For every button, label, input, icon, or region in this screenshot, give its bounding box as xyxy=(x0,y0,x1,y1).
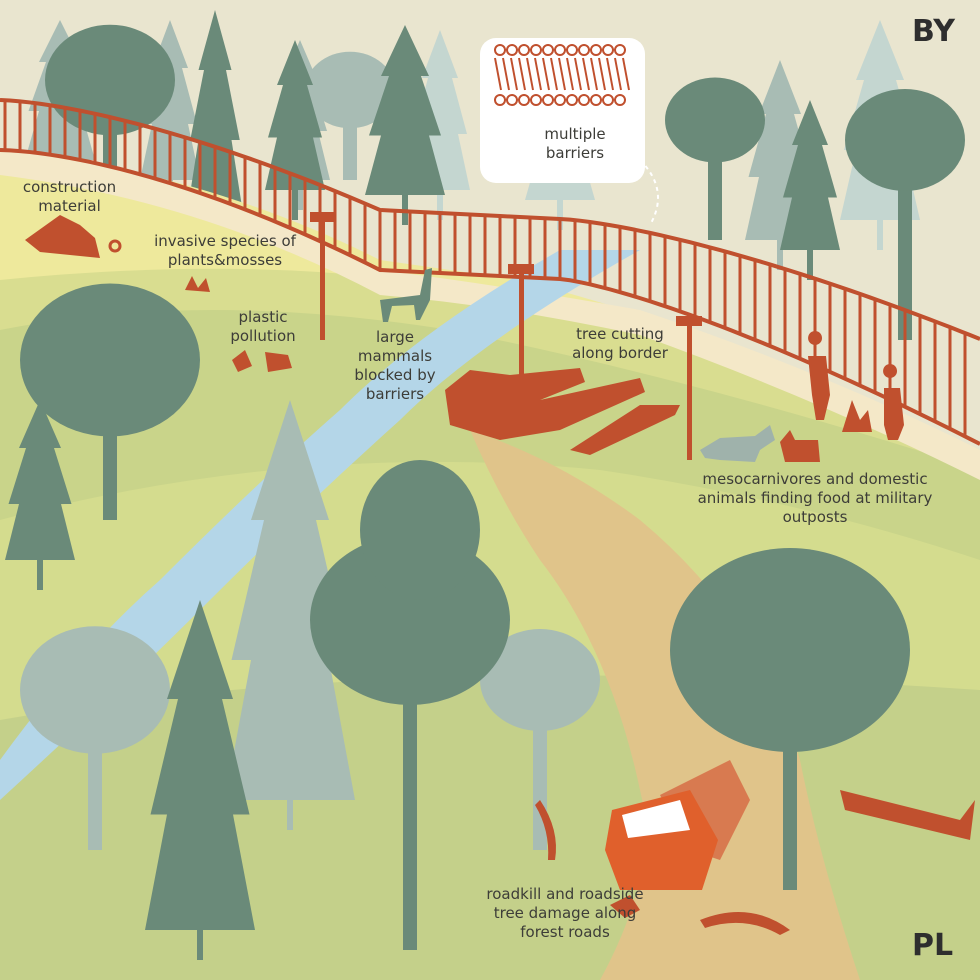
pine-tree-icon xyxy=(5,400,75,560)
deer-icon xyxy=(380,268,432,322)
tree-trunk xyxy=(37,550,43,590)
tree-crown xyxy=(360,460,480,600)
country-label-belarus: BY xyxy=(912,14,955,49)
pine-tree-icon xyxy=(365,25,445,195)
pine-tree-icon xyxy=(145,600,255,930)
border-fence xyxy=(0,98,980,446)
deciduous-tree-icon xyxy=(665,77,765,163)
deciduous-tree-icon xyxy=(20,283,200,437)
country-label-poland: PL xyxy=(912,928,954,963)
fence-top-rail xyxy=(0,98,980,341)
soldier-icon xyxy=(883,364,904,440)
deciduous-tree-icon xyxy=(305,51,395,129)
tree-trunk xyxy=(292,180,298,220)
deciduous-tree-icon xyxy=(845,89,965,191)
sign-post xyxy=(687,322,692,460)
deciduous-tree-icon xyxy=(480,629,600,731)
truck-icon xyxy=(605,760,750,890)
sign-board xyxy=(508,264,534,274)
foreground-trees xyxy=(5,283,910,960)
border-strip xyxy=(0,150,980,480)
tree-trunk xyxy=(287,790,293,830)
invasive-plant-icon xyxy=(185,276,210,292)
felled-trunk-icon xyxy=(570,405,680,455)
pine-tree-icon xyxy=(265,40,325,190)
plastic-bottle-icon xyxy=(265,352,292,372)
fallen-tree-icon xyxy=(840,790,975,840)
plastic-bag-icon xyxy=(232,350,252,372)
coil-icon xyxy=(108,239,122,253)
damaged-root-icon xyxy=(535,800,556,860)
sign-post xyxy=(320,220,325,340)
deciduous-tree-icon xyxy=(45,24,175,136)
tree-trunk xyxy=(402,185,408,225)
sign-board xyxy=(310,212,336,222)
campfire-icon xyxy=(842,400,872,432)
roadkill-animal-icon xyxy=(610,895,640,918)
label-invasive-species: invasive species of plants&mosses xyxy=(154,232,296,269)
construction-material-icon xyxy=(25,215,100,258)
pine-tree-icon xyxy=(225,400,355,800)
label-mesocarnivores: mesocarnivores and domestic animals find… xyxy=(697,470,933,526)
deciduous-tree-icon xyxy=(670,548,910,752)
soldier-icon xyxy=(808,331,830,420)
label-tree-cutting: tree cutting along border xyxy=(572,325,668,362)
tree-trunk xyxy=(807,240,813,280)
label-construction-material: construction material xyxy=(22,178,117,215)
tree-trunk xyxy=(557,190,563,230)
deciduous-tree-icon xyxy=(20,626,170,754)
sign-post xyxy=(519,270,524,410)
tree-trunk xyxy=(437,180,443,220)
felled-trees-icon xyxy=(445,368,645,440)
label-large-mammals: large mammals blocked by barriers xyxy=(354,328,436,403)
fox-icon xyxy=(700,425,775,462)
label-multiple-barriers: multiple barriers xyxy=(544,125,606,162)
pine-tree-icon xyxy=(780,100,840,250)
tree-trunk xyxy=(197,920,203,960)
forest-road xyxy=(470,430,860,980)
tree-trunk xyxy=(877,210,883,250)
sign-board xyxy=(676,316,702,326)
label-plastic-pollution: plastic pollution xyxy=(230,308,296,345)
cat-icon xyxy=(780,430,820,462)
label-roadkill: roadkill and roadside tree damage along … xyxy=(486,885,644,941)
damaged-root-icon xyxy=(700,912,790,935)
